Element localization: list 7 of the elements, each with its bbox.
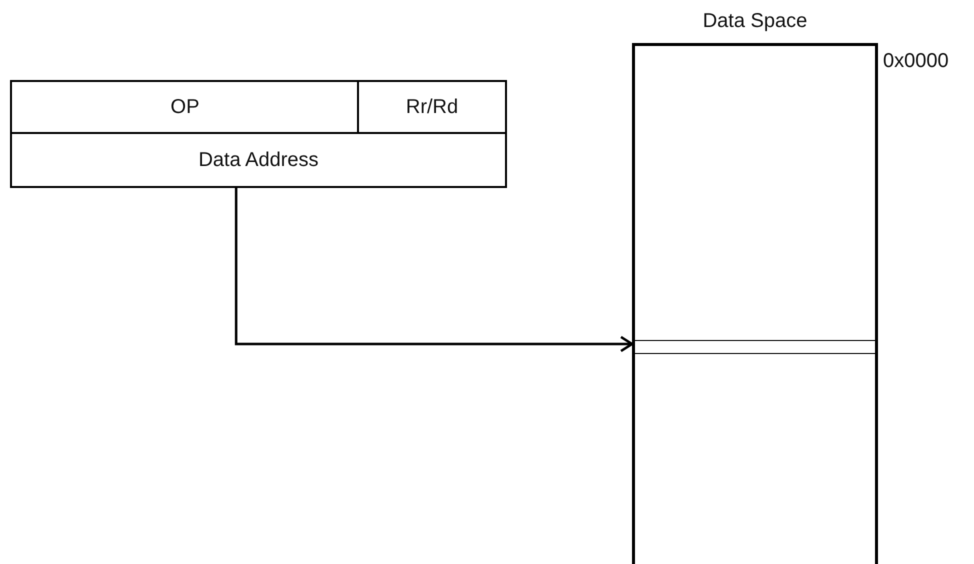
address-label: 0x0000 bbox=[883, 50, 949, 73]
memory-slot bbox=[635, 340, 875, 354]
memory-title: Data Space bbox=[702, 10, 808, 33]
instruction-field: OP bbox=[10, 80, 360, 135]
instruction-field: Data Address bbox=[10, 132, 507, 188]
instruction-field: Rr/Rd bbox=[357, 80, 507, 135]
arrow bbox=[234, 188, 634, 352]
